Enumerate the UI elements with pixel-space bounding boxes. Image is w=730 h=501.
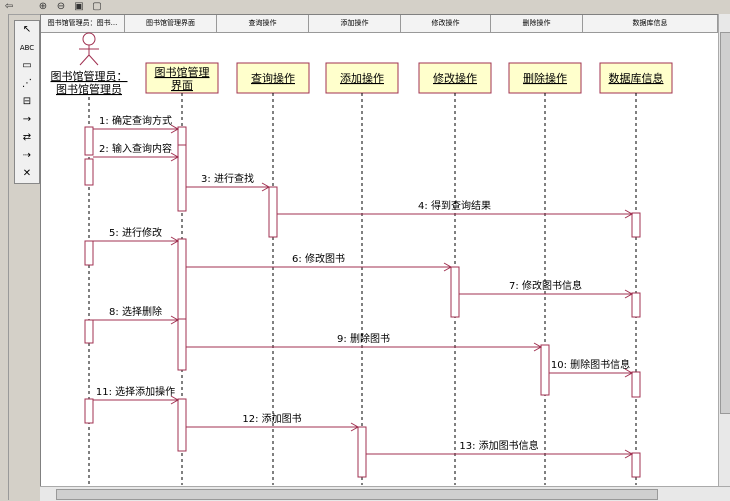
header-column-2[interactable]: 查询操作 [217,15,309,32]
object-label-ui-line1: 图书馆管理 [155,65,210,79]
vertical-scroll-thumb[interactable] [720,32,730,414]
actor-leg-left [79,54,90,66]
fit-window-icon[interactable]: ▣ [74,1,84,12]
message-label-9: 9: 删除图书 [337,332,390,345]
header-column-6[interactable]: 数据库信息 [583,15,718,32]
message-arrowhead-2 [170,152,180,162]
async-tool-icon[interactable]: ⇢ [22,150,32,161]
actor-leg-right [88,54,99,66]
object-label-add: 添加操作 [340,71,384,85]
message-arrowhead-13 [624,449,634,459]
message-label-12: 12: 添加图书 [242,412,301,425]
activation-ui-15 [177,398,187,452]
text-tool-icon[interactable]: ABC [19,44,35,52]
actor-head-icon [82,32,96,46]
message-arrowhead-8 [170,315,180,325]
page-view-icon[interactable]: ▢ [92,1,102,12]
message-tool-icon[interactable]: → [22,114,32,125]
message-arrowhead-9 [533,342,543,352]
destroy-tool-icon[interactable]: ✕ [22,168,32,179]
message-arrowhead-12 [350,422,360,432]
activation-db-5 [631,212,641,238]
message-label-1: 1: 确定查询方式 [99,114,172,127]
back-arrow-icon[interactable]: ⇦ [4,1,14,12]
header-column-3[interactable]: 添加操作 [309,15,401,32]
activation-actor-1 [84,158,94,186]
activation-ui-11 [177,318,187,371]
header-column-4[interactable]: 修改操作 [401,15,491,32]
message-arrowhead-11 [170,395,180,405]
tool-palette: ↖ ABC ▭ ⋰ ⊟ → ⇄ ⇢ ✕ [14,20,40,184]
header-column-1[interactable]: 图书馆管理界面 [125,15,217,32]
header-column-0[interactable]: 图书馆管理员：图书... [41,15,125,32]
activation-query-4 [268,186,278,238]
horizontal-scrollbar[interactable] [40,486,730,501]
message-arrowhead-3 [261,182,271,192]
top-toolbar: ⇦ ⊕ ⊖ ▣ ▢ [0,0,730,15]
object-label-delete: 删除操作 [523,71,567,85]
actor-label-line1: 图书馆管理员： [51,69,128,83]
object-box-query [236,62,310,94]
message-label-5: 5: 进行修改 [109,226,162,239]
zoom-out-icon[interactable]: ⊖ [56,1,66,12]
activation-actor-14 [84,398,94,424]
message-arrowhead-1 [170,124,180,134]
horizontal-scroll-thumb[interactable] [56,489,658,500]
left-panel-edge [0,14,9,500]
object-label-query: 查询操作 [251,71,295,85]
return-tool-icon[interactable]: ⇄ [22,132,32,143]
activation-add-16 [357,426,367,478]
message-label-11: 11: 选择添加操作 [96,385,175,398]
message-label-3: 3: 进行查找 [201,172,254,185]
activation-db-17 [631,452,641,478]
message-label-7: 7: 修改图书信息 [509,279,582,292]
zoom-in-icon[interactable]: ⊕ [38,1,48,12]
message-arrowhead-7 [624,289,634,299]
message-arrowhead-5 [170,236,180,246]
activation-delete-12 [540,344,550,396]
message-label-4: 4: 得到查询结果 [418,199,491,212]
object-box-modify [418,62,492,94]
activation-db-9 [631,292,641,318]
anchor-tool-icon[interactable]: ⋰ [22,78,32,89]
sequence-diagram: 图书馆管理员：图书馆管理员 图书馆管理界面 查询操作 添加操作 修改操作 删除操作 数据库信… [51,32,673,485]
vertical-scrollbar[interactable] [718,14,730,486]
diagram-canvas[interactable]: 图书馆管理员：图书...图书馆管理界面查询操作添加操作修改操作删除操作数据库信息… [40,14,719,488]
activation-modify-8 [450,266,460,318]
message-arrowhead-6 [443,262,453,272]
activation-db-13 [631,371,641,398]
select-tool-icon[interactable]: ↖ [22,24,32,35]
activation-actor-10 [84,319,94,344]
object-tool-icon[interactable]: ⊟ [22,96,32,107]
actor-label-line2: 图书馆管理员 [56,82,122,96]
message-label-10: 10: 删除图书信息 [551,358,630,371]
lifeline-header-bar: 图书馆管理员：图书...图书馆管理界面查询操作添加操作修改操作删除操作数据库信息 [41,15,718,33]
activation-ui-3 [177,144,187,212]
message-arrowhead-4 [624,209,634,219]
message-label-8: 8: 选择删除 [109,305,162,318]
object-label-db: 数据库信息 [609,71,664,85]
activation-actor-6 [84,240,94,266]
message-label-2: 2: 输入查询内容 [99,142,172,155]
note-tool-icon[interactable]: ▭ [22,60,32,71]
object-label-ui-line2: 界面 [171,79,193,92]
object-box-db [599,62,673,94]
activation-actor-0 [84,126,94,156]
message-label-6: 6: 修改图书 [292,252,345,265]
object-label-modify: 修改操作 [433,71,477,85]
activation-ui-7 [177,238,187,321]
header-column-5[interactable]: 删除操作 [491,15,583,32]
message-label-13: 13: 添加图书信息 [459,439,538,452]
message-arrowhead-10 [624,368,634,378]
